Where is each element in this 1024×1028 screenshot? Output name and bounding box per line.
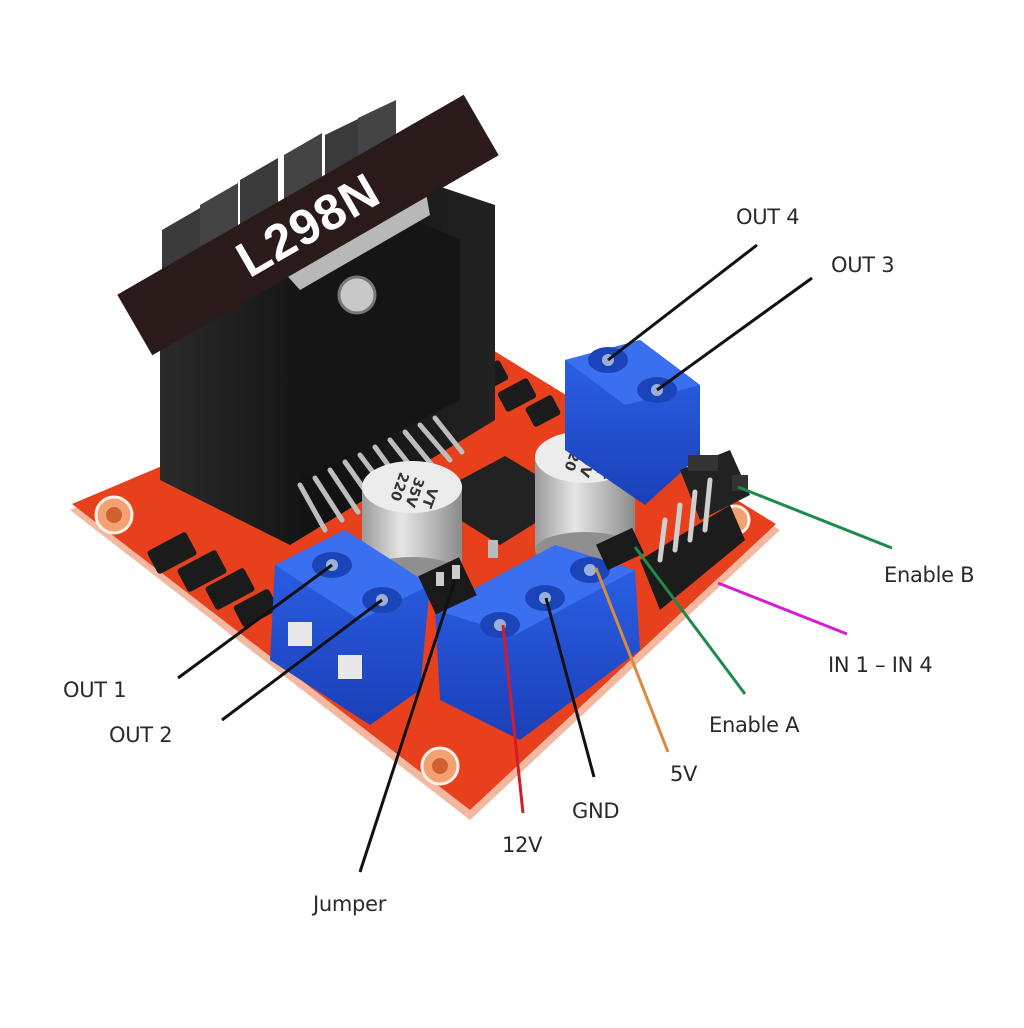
label-in1-in4: IN 1 – IN 4	[828, 653, 933, 677]
leader-line-enable-a	[633, 546, 747, 695]
label-enable-a: Enable A	[709, 713, 800, 737]
screw-icon	[337, 275, 377, 315]
terminal-block-out1-out2	[270, 530, 430, 725]
voltage-regulator	[460, 456, 545, 558]
label-out2: OUT 2	[109, 723, 173, 747]
enable-a-jumper	[595, 527, 645, 571]
leader-line-out4	[607, 243, 758, 362]
leader-line-out1	[177, 563, 333, 680]
label-out4: OUT 4	[736, 205, 800, 229]
leader-line-in1-in4	[717, 581, 848, 636]
capacitor-marking: VT	[418, 485, 440, 510]
terminal-block-power	[435, 545, 640, 740]
label-enable-b: Enable B	[884, 563, 975, 587]
label-jumper: Jumper	[313, 892, 387, 916]
mounting-hole	[420, 746, 460, 786]
mounting-hole	[94, 495, 134, 535]
leader-line-12v	[501, 624, 525, 814]
leader-line-jumper	[358, 579, 457, 873]
label-gnd: GND	[572, 799, 620, 823]
jumper-header	[418, 557, 477, 615]
leader-line-enable-b	[737, 485, 893, 550]
pin-header	[640, 450, 750, 610]
leader-line-5v	[594, 567, 670, 753]
label-5v: 5V	[670, 762, 698, 786]
diode-array-left	[147, 532, 279, 627]
leader-lines	[177, 243, 893, 873]
leader-line-gnd	[544, 597, 596, 778]
label-12v: 12V	[502, 833, 543, 857]
leader-line-out2	[221, 598, 383, 722]
label-out1: OUT 1	[63, 678, 127, 702]
label-out3: OUT 3	[831, 253, 895, 277]
leader-line-out3	[656, 276, 813, 392]
